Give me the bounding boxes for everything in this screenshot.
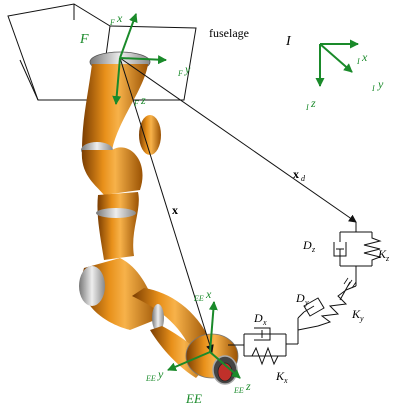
frame-EE-axes <box>167 301 241 379</box>
label-Ix-sub: I <box>356 57 360 66</box>
frame-F-axes <box>112 13 167 105</box>
label-Kx: K <box>275 369 285 383</box>
label-Dx-sub: x <box>262 318 267 327</box>
label-frame-I: I <box>285 34 292 49</box>
label-EEx: x <box>205 287 212 301</box>
vector-xd <box>119 57 357 223</box>
label-x-vector: x <box>172 203 178 217</box>
label-Fy-sub: F <box>177 69 183 78</box>
label-xd-main: x <box>293 167 299 181</box>
label-Kz: K <box>377 247 387 261</box>
label-Kx-sub: x <box>283 376 288 385</box>
label-Fy: y <box>184 62 191 76</box>
label-Dy: D <box>295 291 305 305</box>
label-Iz: z <box>310 96 316 110</box>
label-Dz: D <box>302 238 312 252</box>
label-Iy-sub: I <box>371 84 375 93</box>
vector-x <box>119 57 214 353</box>
label-fuselage: fuselage <box>209 26 249 40</box>
label-Ky-sub: y <box>359 314 364 323</box>
label-EEz-sub: EE <box>233 386 244 395</box>
position-vectors <box>119 57 357 353</box>
label-Dz-sub: z <box>311 245 316 254</box>
label-frame-F: F <box>79 32 89 47</box>
label-EEx-sub: EE <box>193 294 204 303</box>
label-Fz: z <box>140 93 146 107</box>
label-Iy: y <box>377 77 384 91</box>
ground-hatch <box>343 277 357 289</box>
label-Dy-sub: y <box>304 298 309 307</box>
label-EEy-sub: EE <box>145 374 156 383</box>
label-Ix: x <box>361 50 368 64</box>
impedance-network <box>228 222 382 366</box>
label-EEz: z <box>245 379 251 393</box>
label-Fx: x <box>116 11 123 25</box>
text-labels: fuselage F I F x F y F z I x I y I z x x… <box>79 11 390 406</box>
label-EEy: y <box>157 367 164 381</box>
label-Fx-sub: F <box>109 18 115 27</box>
robot-arm <box>79 51 239 385</box>
label-Fz-sub: F <box>133 99 139 108</box>
label-Kz-sub: z <box>385 254 390 263</box>
label-EE: EE <box>185 391 202 406</box>
label-Ky: K <box>351 307 361 321</box>
label-Dx: D <box>253 311 263 325</box>
frame-I-axes <box>315 39 359 87</box>
label-xd-sub: d <box>301 174 306 183</box>
label-Iz-sub: I <box>305 103 309 112</box>
